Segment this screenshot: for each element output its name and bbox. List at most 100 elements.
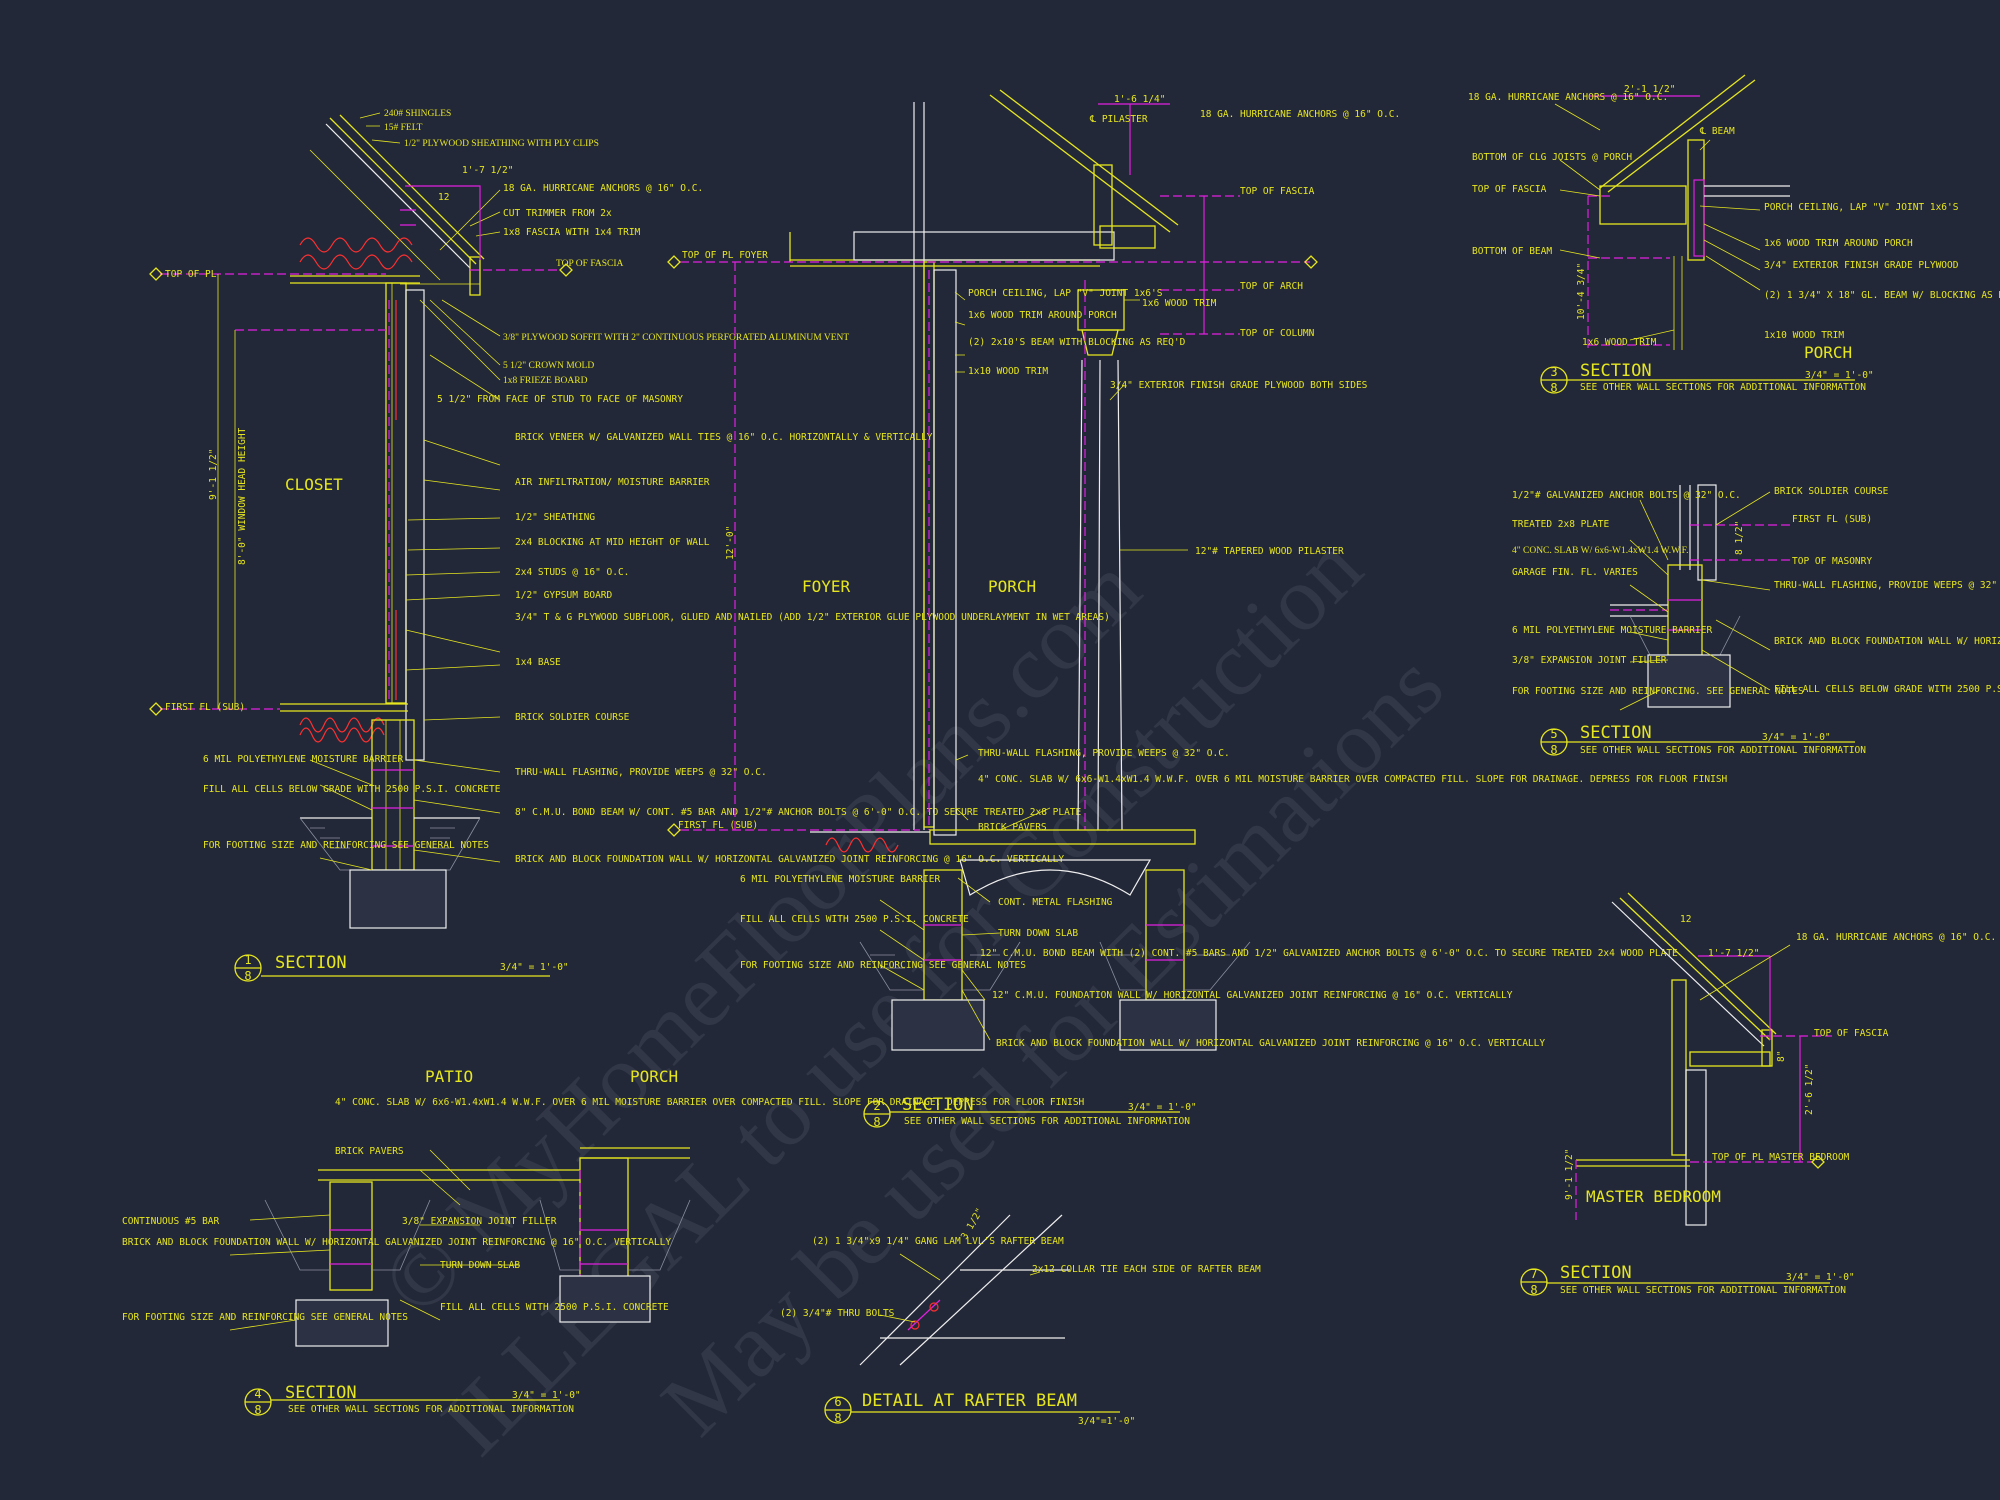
- note-s2-footing: FOR FOOTING SIZE AND REINFORCING SEE GEN…: [740, 960, 1026, 971]
- label-pilaster: ℄ PILASTER: [1089, 114, 1148, 125]
- note-brick-veneer: BRICK VENEER W/ GALVANIZED WALL TIES @ 1…: [515, 432, 933, 443]
- note-d6-thru-bolts: (2) 3/4"# THRU BOLTS: [780, 1308, 895, 1319]
- note-s5-expansion: 3/8" EXPANSION JOINT FILLER: [1512, 655, 1667, 666]
- note-plywood-sheathing: 1/2" PLYWOOD SHEATHING WITH PLY CLIPS: [404, 139, 599, 149]
- section-3-scale: 3/4" = 1'-0": [1805, 370, 1874, 381]
- note-d6-rafter-beam: (2) 1 3/4"x9 1/4" GANG LAM LVL'S RAFTER …: [812, 1236, 1064, 1247]
- section-3-number: 3: [1550, 365, 1557, 379]
- label-s2-top-fascia: TOP OF FASCIA: [1240, 186, 1315, 197]
- section-1-sheet: 8: [244, 969, 251, 983]
- section-2-sheet: 8: [873, 1115, 880, 1129]
- section-1-number: 1: [244, 953, 251, 967]
- label-s7-dim: 2'-6 1/2": [1804, 1064, 1815, 1115]
- note-s3-wood-trim-porch: 1x6 WOOD TRIM AROUND PORCH: [1764, 238, 1913, 249]
- section-3-text: PORCH 2'-1 1/2" ℄ BEAM 18 GA. HURRICANE …: [1468, 84, 2000, 395]
- note-gypsum-board: 1/2" GYPSUM BOARD: [515, 590, 613, 601]
- note-face-of-stud: 5 1/2" FROM FACE OF STUD TO FACE OF MASO…: [437, 394, 683, 405]
- note-s2-pavers: BRICK PAVERS: [978, 822, 1047, 833]
- section-5-text: 1/2"# GALVANIZED ANCHOR BOLTS @ 32" O.C.…: [1512, 486, 2000, 757]
- room-label-master-bedroom: MASTER BEDROOM: [1586, 1187, 1721, 1206]
- section-4-subnote: SEE OTHER WALL SECTIONS FOR ADDITIONAL I…: [288, 1404, 574, 1415]
- note-s4-continuous-bar: CONTINUOUS #5 BAR: [122, 1216, 220, 1227]
- label-window-head: 8'-0" WINDOW HEAD HEIGHT: [237, 427, 248, 565]
- section-3-sheet: 8: [1550, 381, 1557, 395]
- note-crown-mold: 5 1/2" CROWN MOLD: [503, 361, 594, 371]
- note-sheathing: 1/2" SHEATHING: [515, 512, 595, 523]
- detail-6-sheet: 8: [834, 1411, 841, 1425]
- note-s5-flashing: THRU-WALL FLASHING, PROVIDE WEEPS @ 32" …: [1774, 580, 2000, 591]
- note-s5-plate: TREATED 2x8 PLATE: [1512, 519, 1610, 530]
- note-cut-trimmer: CUT TRIMMER FROM 2x: [503, 208, 612, 219]
- section-4-number: 4: [254, 1387, 261, 1401]
- note-s4-foundation: BRICK AND BLOCK FOUNDATION WALL W/ HORIZ…: [122, 1237, 671, 1248]
- section-2-text: FOYER PORCH 1'-6 1/4" ℄ PILASTER 18 GA. …: [678, 94, 1728, 1129]
- label-s2-top-column: TOP OF COLUMN: [1240, 328, 1315, 339]
- note-fascia-trim: 1x8 FASCIA WITH 1x4 TRIM: [503, 227, 641, 238]
- section-2-number: 2: [873, 1099, 880, 1113]
- note-s3-wood-trim: 1x6 WOOD TRIM: [1582, 337, 1657, 348]
- note-s3-plywood: 3/4" EXTERIOR FINISH GRADE PLYWOOD: [1764, 260, 1959, 271]
- section-5-sheet: 8: [1550, 743, 1557, 757]
- label-dim-s2: 1'-6 1/4": [1114, 94, 1165, 105]
- note-s2-moisture: 6 MIL POLYETHYLENE MOISTURE BARRIER: [740, 874, 940, 885]
- section-7-subnote: SEE OTHER WALL SECTIONS FOR ADDITIONAL I…: [1560, 1285, 1846, 1296]
- room-label-patio: PATIO: [425, 1067, 473, 1086]
- section-4-sheet: 8: [254, 1403, 261, 1417]
- label-overhang: 1'-7 1/2": [462, 165, 513, 176]
- note-s4-turn-down: TURN DOWN SLAB: [440, 1260, 520, 1271]
- note-s3-top-fascia: TOP OF FASCIA: [1472, 184, 1547, 195]
- note-studs: 2x4 STUDS @ 16" O.C.: [515, 567, 629, 578]
- note-s4-slab: 4" CONC. SLAB W/ 6x6-W1.4xW1.4 W.W.F. OV…: [335, 1097, 1085, 1108]
- section-3-title: SECTION: [1580, 361, 1652, 381]
- note-s2-flashing: THRU-WALL FLASHING, PROVIDE WEEPS @ 32" …: [978, 748, 1230, 759]
- section-7-drawing: [1520, 892, 1832, 1296]
- note-s2-cmu-wall: 12" C.M.U. FOUNDATION WALL W/ HORIZONTAL…: [992, 990, 1513, 1001]
- section-5-title: SECTION: [1580, 723, 1652, 743]
- note-fill-cells: FILL ALL CELLS BELOW GRADE WITH 2500 P.S…: [203, 784, 501, 795]
- section-4-drawing: [229, 1147, 691, 1416]
- note-s3-bottom-beam: BOTTOM OF BEAM: [1472, 246, 1552, 257]
- note-subfloor: 3/4" T & G PLYWOOD SUBFLOOR, GLUED AND N…: [515, 612, 1110, 623]
- note-s5-garage-fl: GARAGE FIN. FL. VARIES: [1512, 567, 1638, 578]
- note-s3-1x10: 1x10 WOOD TRIM: [1764, 330, 1844, 341]
- note-s3-porch-ceiling: PORCH CEILING, LAP "V" JOINT 1x6'S: [1764, 202, 1959, 213]
- note-s2-bond-beam: 12" C.M.U. BOND BEAM WITH (2) CONT. #5 B…: [980, 948, 1678, 959]
- note-s5-fill-cells: FILL ALL CELLS BELOW GRADE WITH 2500 P.S…: [1774, 684, 2000, 695]
- note-s5-foundation: BRICK AND BLOCK FOUNDATION WALL W/ HORIZ…: [1774, 636, 2000, 647]
- section-5-drawing: [1540, 484, 1855, 756]
- label-first-fl: FIRST FL (SUB): [165, 702, 245, 713]
- section-7-text: 12 1'-7 1/2" 18 GA. HURRICANE ANCHORS @ …: [1530, 914, 1996, 1297]
- label-top-of-fascia: TOP OF FASCIA: [556, 259, 624, 269]
- note-s3-clg-joists: BOTTOM OF CLG JOISTS @ PORCH: [1472, 152, 1632, 163]
- note-shingles: 240# SHINGLES: [384, 109, 451, 119]
- detail-6-drawing: [824, 1214, 1120, 1424]
- section-3-drawing: [1540, 74, 1855, 394]
- note-foundation-wall: BRICK AND BLOCK FOUNDATION WALL W/ HORIZ…: [515, 854, 1064, 865]
- section-1-scale: 3/4" = 1'-0": [500, 962, 569, 973]
- note-felt: 15# FELT: [384, 123, 423, 133]
- note-s5-footing: FOR FOOTING SIZE AND REINFORCING. SEE GE…: [1512, 686, 1804, 697]
- label-wall-height: 9'-1 1/2": [208, 449, 219, 500]
- note-s3-gl-beam: (2) 1 3/4" X 18" GL. BEAM W/ BLOCKING AS…: [1764, 290, 2000, 301]
- note-s2-beam: (2) 2x10'S BEAM WITH BLOCKING AS REQ'D: [968, 337, 1186, 348]
- note-bond-beam: 8" C.M.U. BOND BEAM W/ CONT. #5 BAR AND …: [515, 807, 1082, 818]
- section-7-scale: 3/4" = 1'-0": [1786, 1272, 1855, 1283]
- note-s5-anchor-bolts: 1/2"# GALVANIZED ANCHOR BOLTS @ 32" O.C.: [1512, 490, 1741, 501]
- label-s2-top-pl: TOP OF PL FOYER: [682, 250, 768, 261]
- note-blocking: 2x4 BLOCKING AT MID HEIGHT OF WALL: [515, 537, 710, 548]
- note-s2-brick-wall: BRICK AND BLOCK FOUNDATION WALL W/ HORIZ…: [996, 1038, 1545, 1049]
- label-pitch: 12: [438, 192, 449, 203]
- label-s3-beam: ℄ BEAM: [1699, 126, 1735, 137]
- note-s2-hurricane-anchors: 18 GA. HURRICANE ANCHORS @ 16" O.C.: [1200, 109, 1400, 120]
- label-s2-first-fl: FIRST FL (SUB): [678, 820, 758, 831]
- note-d6-collar-tie: 2x12 COLLAR TIE EACH SIDE OF RAFTER BEAM: [1032, 1264, 1261, 1275]
- note-s2-slab: 4" CONC. SLAB W/ 6x6-W1.4xW1.4 W.W.F. OV…: [978, 774, 1728, 785]
- note-frieze-board: 1x8 FRIEZE BOARD: [503, 376, 588, 386]
- note-s5-soldier: BRICK SOLDIER COURSE: [1774, 486, 1889, 497]
- section-1-title: SECTION: [275, 953, 347, 973]
- note-s5-poly: 6 MIL POLYETHYLENE MOISTURE BARRIER: [1512, 625, 1712, 636]
- note-s4-expansion: 3/8" EXPANSION JOINT FILLER: [402, 1216, 557, 1227]
- room-label-porch: PORCH: [988, 577, 1036, 596]
- room-label-porch-s4: PORCH: [630, 1067, 678, 1086]
